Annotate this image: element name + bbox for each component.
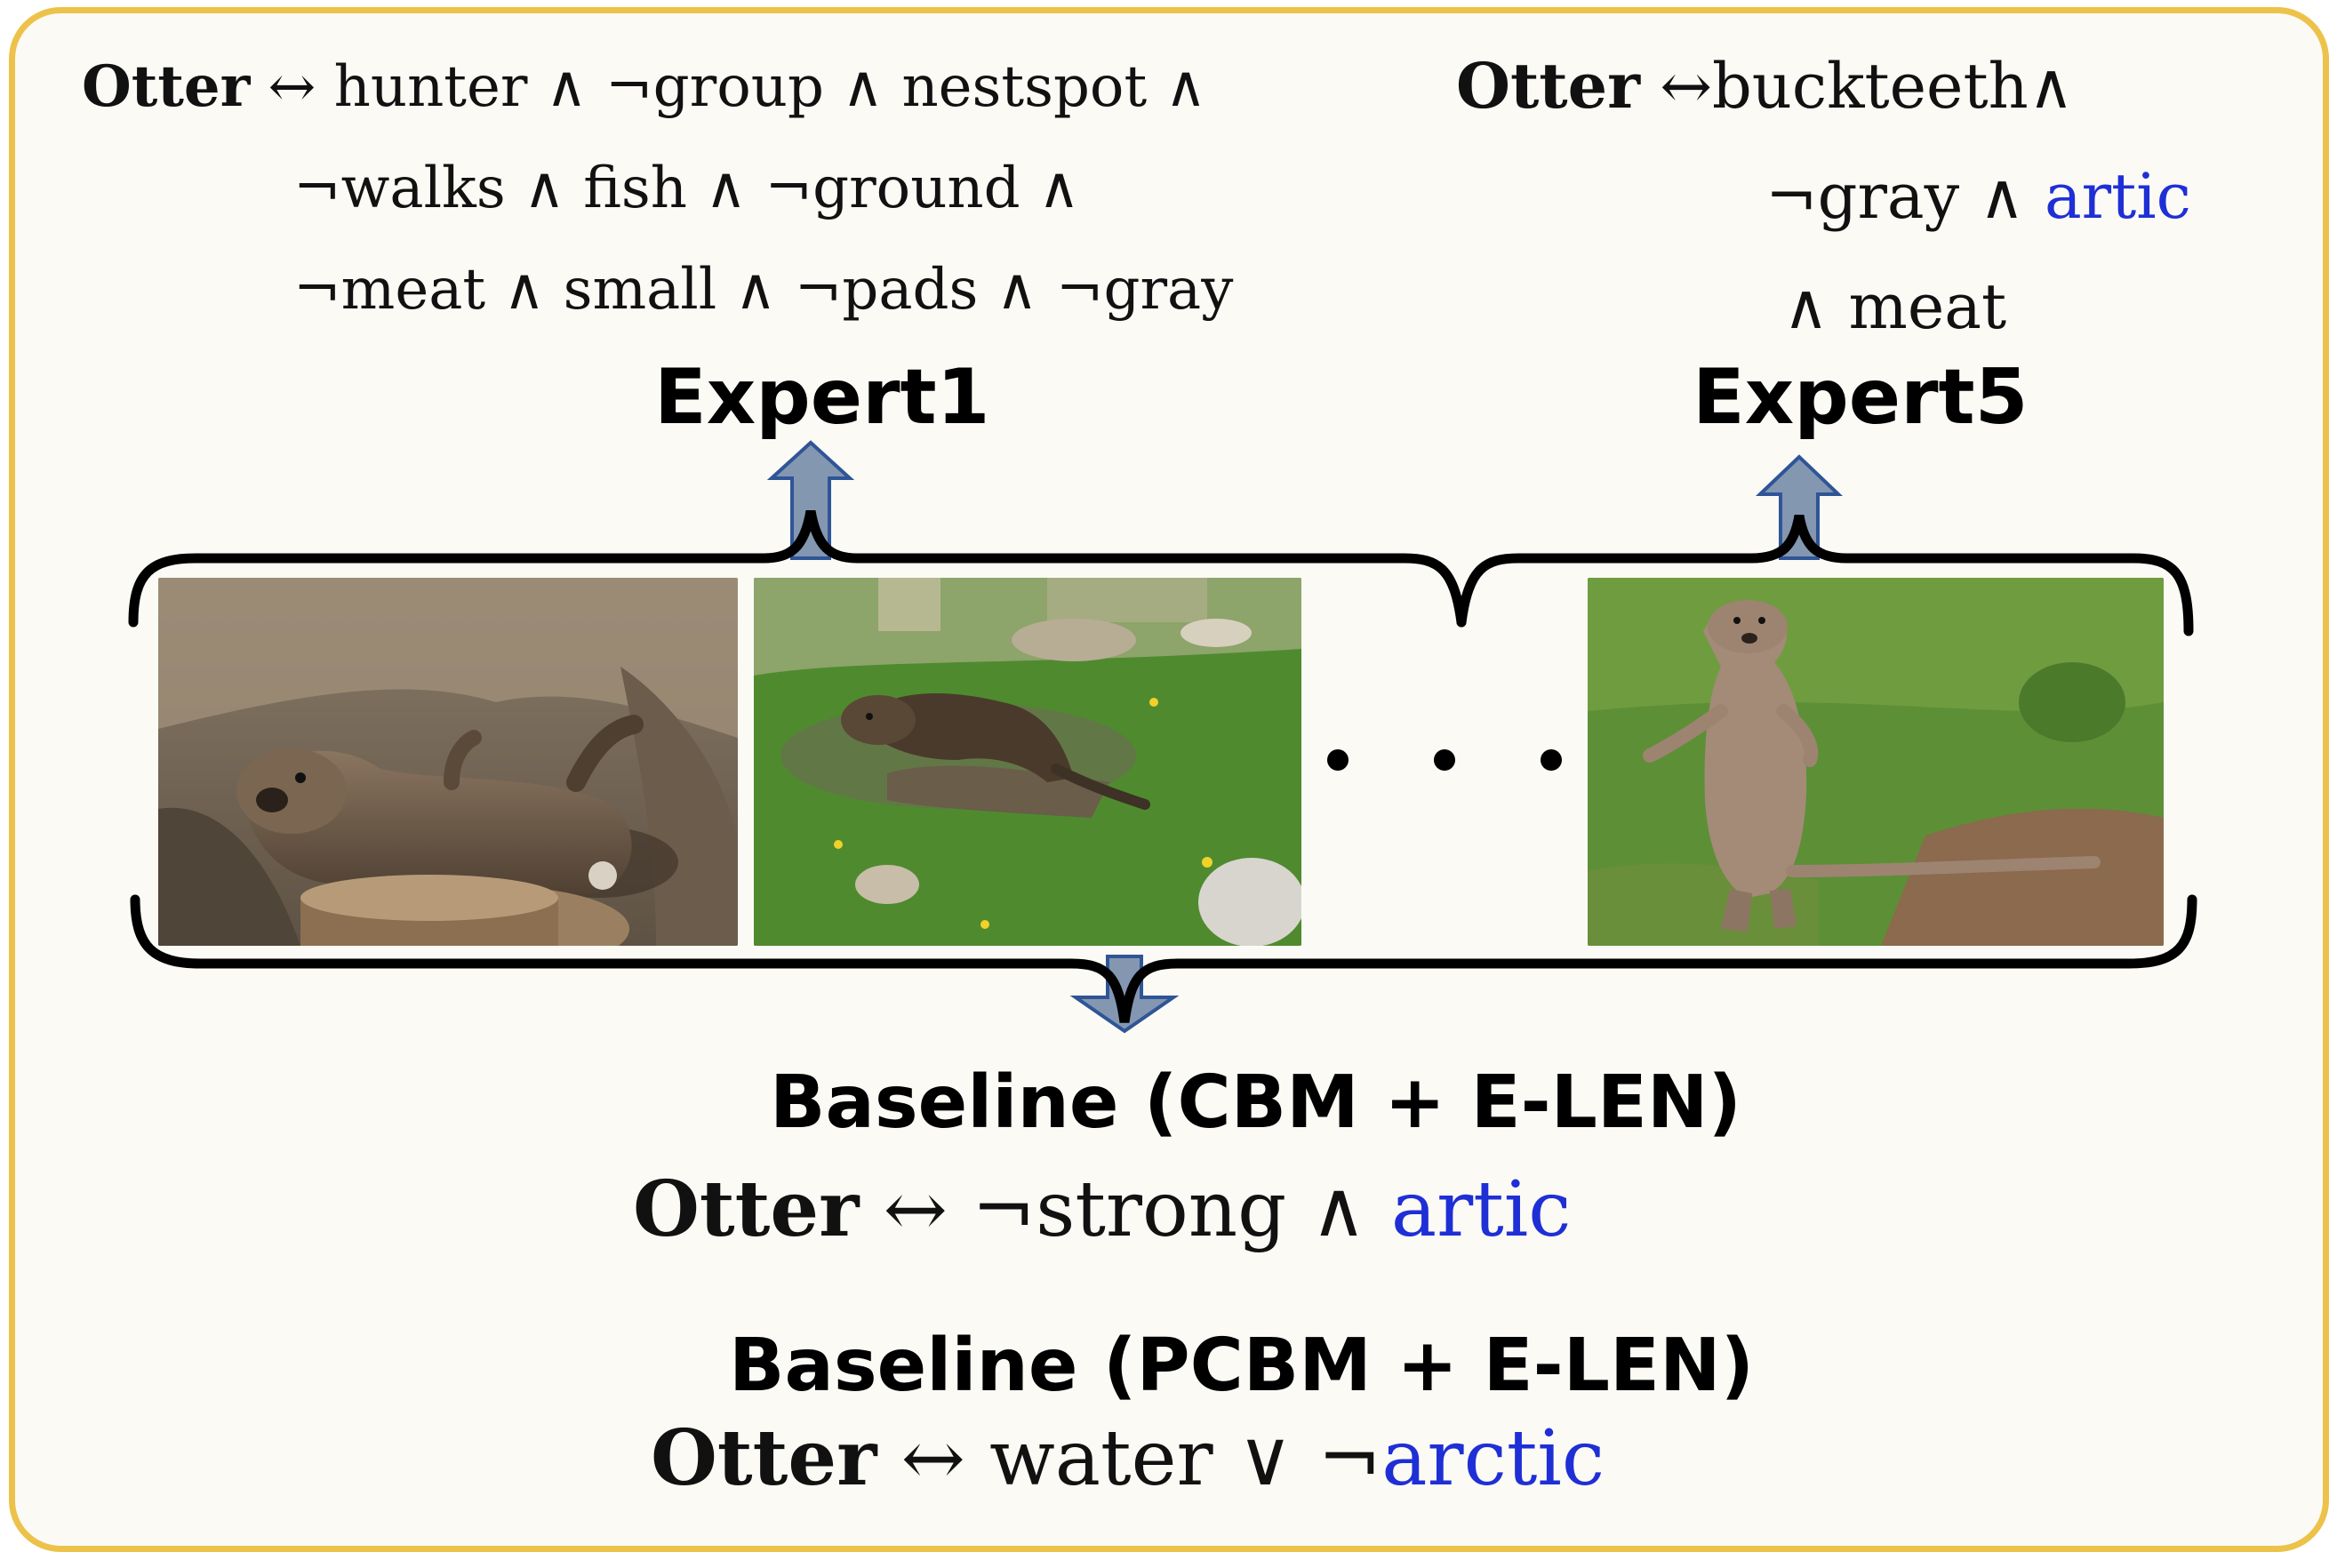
expert5-arrow bbox=[1756, 454, 1843, 560]
baseline-cbm-highlight: artic bbox=[1390, 1165, 1572, 1254]
expert5-rule-line2-text: ¬gray ∧ bbox=[1765, 160, 2045, 233]
expert5-rule-highlight: artic bbox=[2044, 160, 2191, 233]
ellipsis-dot bbox=[1541, 749, 1562, 771]
otter-standing-photo-art bbox=[1588, 578, 2164, 946]
expert5-rule-line1-text: ↔buckteeth∧ bbox=[1660, 50, 2074, 123]
otter-grass-photo-art bbox=[754, 578, 1301, 946]
expert1-label: Expert1 bbox=[654, 353, 990, 442]
expert5-label: Expert5 bbox=[1693, 353, 2029, 442]
baseline-cbm-rule: Otter ↔ ¬strong ∧ artic bbox=[633, 1172, 1571, 1249]
expert1-rule-line1-text: ↔ hunter ∧ ¬group ∧ nestspot ∧ bbox=[268, 54, 1207, 120]
baseline-cbm-subject: Otter bbox=[633, 1164, 860, 1254]
expert1-brace bbox=[128, 509, 1467, 628]
otter-on-grass-photo bbox=[754, 578, 1301, 946]
expert1-rule-subject: Otter bbox=[82, 53, 251, 120]
baseline-cbm-rule-text: ↔ ¬strong ∧ bbox=[883, 1165, 1391, 1254]
otter-standing-photo bbox=[1588, 578, 2164, 946]
ellipsis-dot bbox=[1327, 749, 1349, 771]
otter-lying-photo-art bbox=[158, 578, 738, 946]
expert5-rule-line1: Otter ↔buckteeth∧ bbox=[1456, 55, 2074, 118]
baseline-cbm-label: Baseline (CBM + E-LEN) bbox=[770, 1060, 1741, 1145]
expert5-rule-subject: Otter bbox=[1456, 49, 1641, 123]
baseline-arrow bbox=[1069, 955, 1180, 1034]
otter-lying-on-rock-photo bbox=[158, 578, 738, 946]
expert1-arrow bbox=[766, 440, 855, 560]
baseline-pcbm-rule: Otter ↔ water ∨ ¬arctic bbox=[651, 1420, 1605, 1498]
baseline-pcbm-label: Baseline (PCBM + E-LEN) bbox=[729, 1324, 1755, 1408]
expert1-rule-line3: ¬meat ∧ small ∧ ¬pads ∧ ¬gray bbox=[293, 257, 1234, 323]
expert1-rule-line1: Otter ↔ hunter ∧ ¬group ∧ nestspot ∧ bbox=[82, 59, 1206, 116]
baseline-pcbm-highlight: arctic bbox=[1381, 1414, 1605, 1503]
ellipsis-dot bbox=[1434, 749, 1455, 771]
expert1-rule-line2: ¬walks ∧ fish ∧ ¬ground ∧ bbox=[293, 156, 1080, 221]
expert5-rule-line3: ∧ meat bbox=[1783, 270, 2007, 343]
expert5-brace bbox=[1456, 514, 2194, 636]
expert5-rule-line2: ¬gray ∧ artic bbox=[1765, 165, 2191, 228]
baseline-pcbm-subject: Otter bbox=[651, 1413, 877, 1503]
baseline-brace bbox=[130, 894, 2197, 1023]
baseline-pcbm-rule-text: ↔ water ∨ ¬ bbox=[900, 1414, 1382, 1503]
